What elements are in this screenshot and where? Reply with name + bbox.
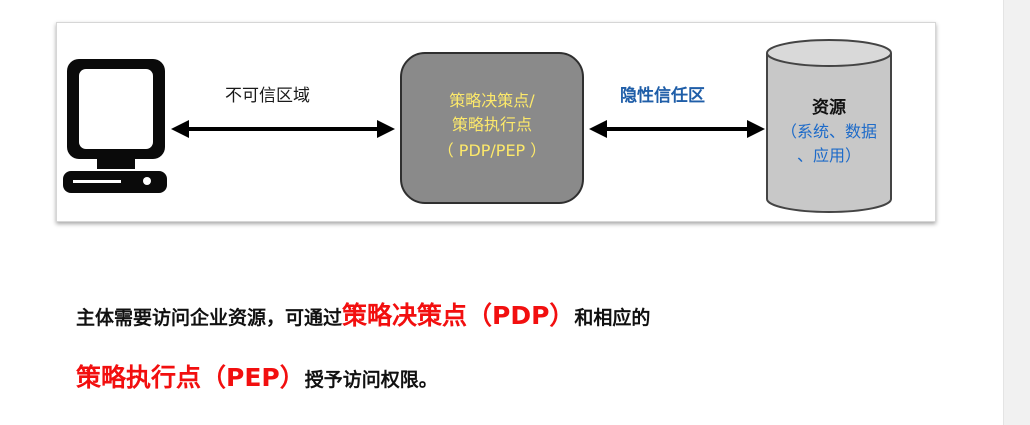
- right-bidirectional-arrow: [589, 120, 765, 138]
- pdp-pep-box: [400, 52, 584, 204]
- diagram-graphics: [63, 39, 892, 213]
- resource-title: 资源: [812, 98, 846, 118]
- page-scroll-strip: [1003, 0, 1030, 425]
- zero-trust-diagram: 不可信区域 隐性信任区 策略决策点/ 策略执行点 （ PDP/PEP ） 资源 …: [56, 22, 936, 222]
- caption-line-1-suffix: 和相应的: [574, 307, 651, 329]
- caption-line-1: 主体需要访问企业资源，可通过策略决策点（PDP）和相应的: [76, 296, 650, 332]
- caption-line-2: 策略执行点（PEP）授予访问权限。: [76, 358, 438, 394]
- caption-line-2-suffix: 授予访问权限。: [304, 369, 438, 391]
- resource-subtitle-line-2: 、应用）: [796, 146, 861, 165]
- resource-cylinder-icon: [766, 39, 892, 213]
- resource-subtitle-line-1: （系统、数据: [780, 122, 877, 141]
- caption-line-1-prefix: 主体需要访问企业资源，可通过: [76, 307, 343, 329]
- caption-pep-highlight: 策略执行点（PEP）: [76, 363, 305, 392]
- left-bidirectional-arrow: [171, 120, 395, 138]
- computer-monitor-icon: [63, 59, 167, 193]
- pdp-pep-label-line-2: 策略执行点: [451, 115, 532, 134]
- untrusted-zone-label: 不可信区域: [225, 86, 310, 106]
- hidden-trust-zone-label: 隐性信任区: [620, 86, 705, 106]
- caption-pdp-highlight: 策略决策点（PDP）: [342, 301, 575, 330]
- pdp-pep-label-line-1: 策略决策点/: [449, 91, 535, 110]
- pdp-pep-label-line-3: （ PDP/PEP ）: [437, 141, 547, 160]
